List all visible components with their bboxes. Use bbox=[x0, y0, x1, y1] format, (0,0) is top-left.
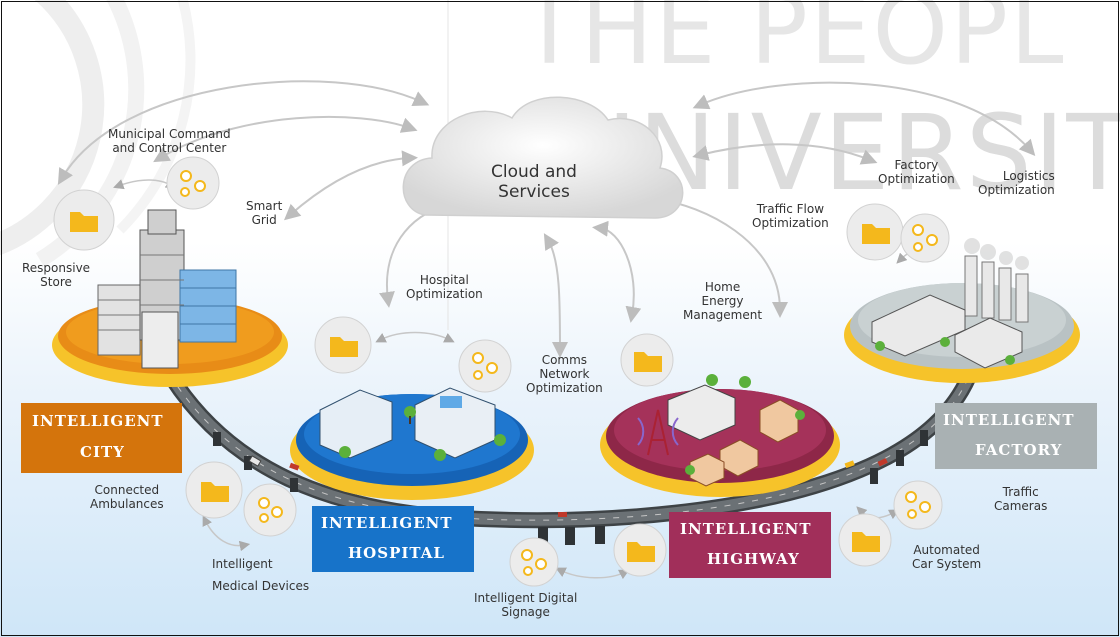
label-traffic-flow: Traffic Flow Optimization bbox=[752, 202, 829, 230]
label-line: Signage bbox=[501, 605, 550, 619]
label-traffic-cameras: Traffic Cameras bbox=[994, 485, 1047, 513]
folder-icon bbox=[613, 523, 667, 577]
label-responsive-store: Responsive Store bbox=[22, 261, 90, 289]
folder-icon bbox=[185, 461, 243, 519]
device-icon bbox=[166, 156, 220, 210]
cloud-icon bbox=[402, 96, 684, 219]
label-medical-devices: Intelligent Medical Devices bbox=[212, 553, 309, 597]
label-factory-optimization: Factory Optimization bbox=[878, 158, 955, 186]
folder-icon bbox=[314, 316, 372, 374]
label-digital-signage: Intelligent Digital Signage bbox=[474, 591, 577, 619]
label-line: Optimization bbox=[406, 287, 483, 301]
zone-city-line1: INTELLIGENT bbox=[32, 412, 164, 430]
label-line: Ambulances bbox=[90, 497, 164, 511]
cloud-label: Cloud and Services bbox=[474, 162, 594, 202]
zone-city-box: INTELLIGENT CITY bbox=[21, 403, 182, 473]
hospital-buildings bbox=[319, 387, 506, 461]
label-line: Connected bbox=[94, 483, 160, 497]
zone-factory-box: INTELLIGENT FACTORY bbox=[935, 403, 1097, 469]
label-line: Optimization bbox=[978, 183, 1055, 197]
label-line: Hospital bbox=[419, 273, 469, 287]
zone-hospital-line1: INTELLIGENT bbox=[321, 514, 453, 532]
label-line: Traffic bbox=[1002, 485, 1039, 499]
label-smart-grid: Smart Grid bbox=[246, 199, 282, 227]
zone-factory-line2: FACTORY bbox=[975, 441, 1063, 459]
label-line: Optimization bbox=[752, 216, 829, 230]
label-line: Municipal Command bbox=[108, 127, 231, 141]
label-line: Traffic Flow bbox=[756, 202, 825, 216]
label-line: Optimization bbox=[878, 172, 955, 186]
label-hospital-optimization: Hospital Optimization bbox=[406, 273, 483, 301]
highway-road bbox=[163, 357, 983, 529]
zone-city-line2: CITY bbox=[80, 443, 125, 461]
label-comms-network: Comms Network Optimization bbox=[526, 353, 603, 395]
label-connected-ambulances: Connected Ambulances bbox=[90, 483, 164, 511]
device-icon bbox=[893, 480, 943, 530]
label-line: Store bbox=[40, 275, 72, 289]
label-line: Responsive bbox=[22, 261, 91, 275]
watermark-line-1: THE PEOPL bbox=[520, 0, 1066, 86]
folder-icon bbox=[53, 189, 115, 251]
label-line: Smart bbox=[246, 199, 283, 213]
vehicles bbox=[248, 455, 888, 517]
bubbles bbox=[53, 156, 950, 587]
label-line: Optimization bbox=[526, 381, 603, 395]
label-line: Medical Devices bbox=[212, 579, 310, 593]
device-icon bbox=[243, 483, 297, 537]
device-icon bbox=[900, 213, 950, 263]
label-line: Logistics bbox=[1002, 169, 1055, 183]
city-buildings bbox=[97, 209, 237, 369]
label-home-energy: Home Energy Management bbox=[683, 280, 762, 322]
label-line: Energy bbox=[701, 294, 744, 308]
label-line: Car System bbox=[912, 557, 982, 571]
zone-hospital-line2: HOSPITAL bbox=[348, 544, 445, 562]
folder-icon bbox=[620, 333, 674, 387]
label-line: Factory bbox=[894, 158, 939, 172]
label-line: Automated bbox=[913, 543, 980, 557]
highway-houses bbox=[637, 374, 805, 487]
label-line: Intelligent bbox=[212, 557, 273, 571]
zone-factory-line1: INTELLIGENT bbox=[943, 411, 1075, 429]
device-icon bbox=[458, 339, 512, 393]
label-municipal: Municipal Command and Control Center bbox=[108, 127, 231, 155]
label-line: Comms bbox=[541, 353, 588, 367]
road-pillars bbox=[213, 430, 928, 545]
label-line: Intelligent Digital bbox=[474, 591, 578, 605]
zone-highway-line1: INTELLIGENT bbox=[680, 520, 812, 538]
label-line: Management bbox=[683, 308, 763, 322]
label-line: Cameras bbox=[994, 499, 1048, 513]
zone-highway-line2: HIGHWAY bbox=[707, 550, 800, 568]
folder-icon bbox=[838, 513, 892, 567]
zone-highway-box: INTELLIGENT HIGHWAY bbox=[669, 512, 831, 578]
zone-hospital-box: INTELLIGENT HOSPITAL bbox=[312, 506, 474, 572]
device-icon bbox=[509, 537, 559, 587]
label-line: Grid bbox=[251, 213, 277, 227]
label-automated-car: Automated Car System bbox=[912, 543, 981, 571]
cell-tower-icon bbox=[637, 409, 679, 456]
label-line: Home bbox=[704, 280, 741, 294]
label-logistics: Logistics Optimization bbox=[978, 169, 1055, 197]
label-line: and Control Center bbox=[112, 141, 227, 155]
folder-icon bbox=[846, 203, 904, 261]
factory-buildings bbox=[871, 238, 1029, 369]
label-line: Network bbox=[539, 367, 590, 381]
cloud-label-line2: Services bbox=[498, 182, 570, 202]
cloud-label-line1: Cloud and bbox=[491, 162, 577, 182]
